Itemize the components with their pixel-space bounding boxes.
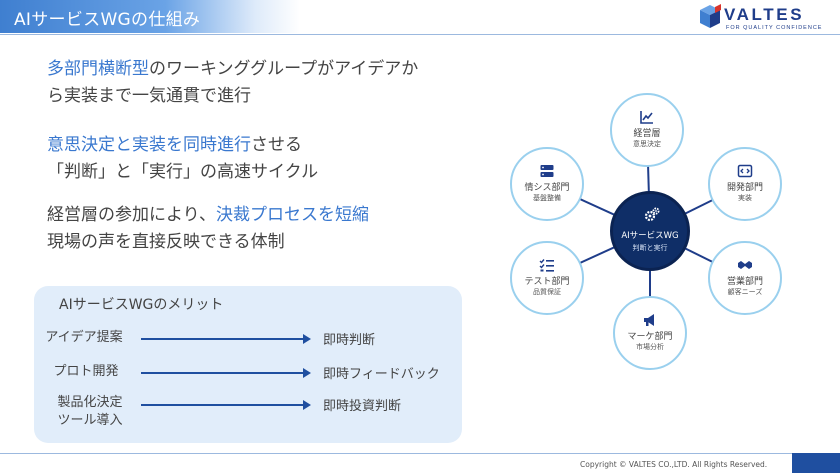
checklist-icon: [539, 259, 554, 272]
copyright: Copyright © VALTES CO.,LTD. All Rights R…: [580, 460, 768, 469]
statement-2-rest: させる: [251, 135, 302, 155]
statement-3: 経営層の参加により、決裁プロセスを短縮 現場の声を直接反映できる体制: [47, 202, 369, 256]
handshake-icon: [738, 261, 752, 269]
statement-1-line2: ら実装まで一気通貫で進行: [47, 86, 251, 106]
merit-trigger: プロト開発: [53, 364, 119, 379]
merit-result: 即時判断: [323, 333, 376, 348]
statement-3-highlight: 決裁プロセスを短縮: [215, 205, 369, 225]
slide-title: AIサービスWGの仕組み: [14, 10, 201, 30]
merit-row: アイデア提案 即時判断: [34, 328, 462, 348]
node-sub: 基盤整備: [533, 194, 561, 202]
node-sub: 市場分析: [636, 343, 664, 351]
node-sub: 実装: [738, 194, 752, 202]
logo-name: VALTES: [724, 5, 805, 24]
statement-3-line2: 現場の声を直接反映できる体制: [47, 232, 285, 252]
node-sub: 顧客ニーズ: [727, 288, 763, 296]
statement-1-rest: のワーキンググループがアイデアか: [149, 59, 419, 79]
merit-result: 即時フィードバック: [323, 367, 440, 382]
node-name: テスト部門: [524, 277, 570, 287]
node-sales: 営業部門 顧客ニーズ: [708, 241, 782, 315]
node-name: 開発部門: [726, 183, 763, 193]
merit-trigger: アイデア提案: [45, 330, 123, 345]
node-testing: テスト部門 品質保証: [510, 241, 584, 315]
statement-1-highlight: 多部門横断型: [47, 59, 149, 79]
merit-box: AIサービスWGのメリット アイデア提案 即時判断 プロト開発 即時フィードバッ…: [34, 286, 462, 443]
merit-row: 製品化決定 ツール導入 即時投資判断: [34, 394, 462, 428]
slide-header: AIサービスWGの仕組み VALTES FOR QUALITY CONFIDEN…: [0, 0, 840, 36]
arrow-right-icon: [141, 400, 311, 410]
node-name: 経営層: [633, 129, 661, 139]
statement-1: 多部門横断型のワーキンググループがアイデアか ら実装まで一気通貫で進行: [47, 56, 418, 110]
node-name: 営業部門: [726, 277, 763, 287]
company-logo: VALTES FOR QUALITY CONFIDENCE: [698, 4, 828, 32]
node-marketing: マーケ部門 市場分析: [613, 296, 687, 370]
statement-2-line2: 「判断」と「実行」の高速サイクル: [47, 162, 319, 182]
statement-2: 意思決定と実装を同時進行させる 「判断」と「実行」の高速サイクル: [47, 132, 318, 186]
footer-accent: [792, 453, 840, 473]
arrow-right-icon: [141, 334, 311, 344]
node-sub: 意思決定: [633, 140, 661, 148]
node-executive: 経営層 意思決定: [610, 93, 684, 167]
merit-trigger-line1: 製品化決定: [57, 395, 123, 410]
megaphone-icon: [644, 314, 654, 326]
statement-3-pre: 経営層の参加により、: [47, 205, 216, 225]
node-sub: 品質保証: [533, 288, 561, 296]
merit-trigger: 製品化決定 ツール導入: [40, 394, 140, 430]
code-window-icon: [737, 164, 753, 178]
node-development: 開発部門 実装: [708, 147, 782, 221]
center-sub: 判断と実行: [632, 244, 668, 252]
merit-trigger-line2: ツール導入: [57, 413, 123, 428]
node-name: 情シス部門: [524, 183, 570, 193]
logo-tagline: FOR QUALITY CONFIDENCE: [726, 25, 823, 31]
header-divider: [0, 34, 840, 35]
node-center: AIサービスWG 判断と実行: [610, 191, 690, 271]
node-name: マーケ部門: [627, 332, 673, 342]
merit-row: プロト開発 即時フィードバック: [34, 362, 462, 382]
server-icon: [540, 165, 554, 177]
center-name: AIサービスWG: [621, 231, 679, 241]
gears-icon: [644, 207, 660, 222]
chart-line-icon: [640, 111, 653, 124]
org-diagram: 経営層 意思決定 開発部門 実装 営業部門 顧客ニーズ: [500, 86, 800, 376]
merit-result: 即時投資判断: [323, 399, 402, 414]
arrow-right-icon: [141, 368, 311, 378]
node-it: 情シス部門 基盤整備: [510, 147, 584, 221]
merit-title: AIサービスWGのメリット: [59, 297, 224, 313]
statement-2-highlight: 意思決定と実装を同時進行: [47, 135, 251, 155]
logo-mark-icon: [700, 4, 721, 28]
footer-divider: [0, 453, 792, 454]
title-bar: AIサービスWGの仕組み: [0, 0, 300, 33]
